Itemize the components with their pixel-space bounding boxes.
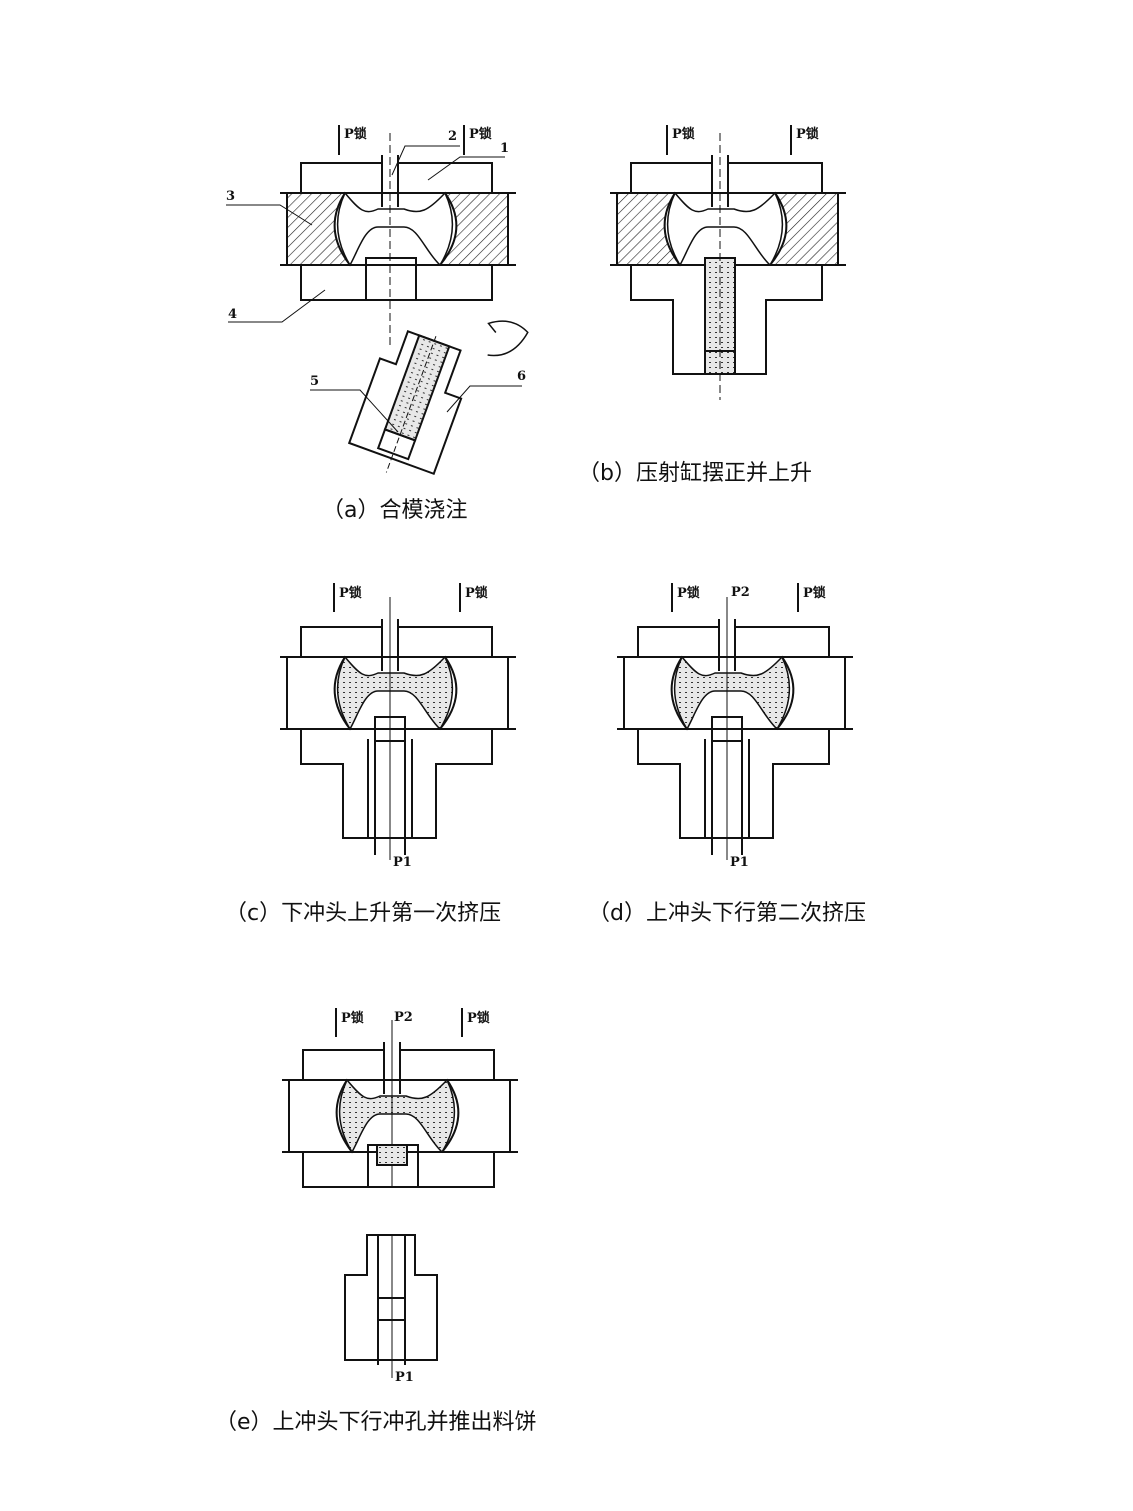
shot-plunger xyxy=(376,428,417,461)
labels-e: P锁 P锁 P2 P1 xyxy=(335,1008,490,1385)
upper-die xyxy=(300,626,493,657)
p-lock-label: P锁 xyxy=(465,585,488,601)
shot-sleeve-separated xyxy=(344,1234,438,1361)
shot-sleeve-body xyxy=(347,330,463,476)
p-lock-label: P锁 xyxy=(339,585,362,601)
upper-die xyxy=(300,162,493,193)
p-lock-label: P锁 xyxy=(469,126,492,142)
rotation-arrow-icon xyxy=(487,320,529,357)
part-number-1: 1 xyxy=(500,141,509,156)
labels-c: P锁 P锁 P1 xyxy=(333,583,488,870)
labels-d: P锁 P锁 P2 P1 xyxy=(671,583,826,870)
caption-e: （e）上冲头下行冲孔并推出料饼 xyxy=(215,1410,537,1435)
caption-b: （b）压射缸摆正并上升 xyxy=(578,461,812,486)
p-lock-label: P锁 xyxy=(344,126,367,142)
p2-label: P2 xyxy=(731,585,750,600)
labels-a: P锁 P锁 2 1 3 4 5 6 xyxy=(226,125,526,433)
lower-die xyxy=(300,265,493,301)
p-lock-label: P锁 xyxy=(803,585,826,601)
part-number-3: 3 xyxy=(226,189,235,204)
p1-label: P1 xyxy=(393,855,412,870)
p1-label: P1 xyxy=(395,1370,414,1385)
molten-metal xyxy=(336,655,454,731)
molten-metal xyxy=(338,1078,456,1154)
caption-a: （a）合模浇注 xyxy=(322,498,468,523)
p2-label: P2 xyxy=(394,1010,413,1025)
lower-insert xyxy=(365,257,417,301)
caption-c: （c）下冲头上升第一次挤压 xyxy=(225,901,502,926)
p-lock-label: P锁 xyxy=(341,1010,364,1026)
die-cavity xyxy=(336,191,454,267)
caption-d: （d）上冲头下行第二次挤压 xyxy=(588,901,866,926)
upper-die xyxy=(630,162,823,193)
p-lock-label: P锁 xyxy=(467,1010,490,1026)
molten-metal xyxy=(673,655,791,731)
labels-b: P锁 P锁 xyxy=(666,125,819,155)
upper-die xyxy=(637,626,830,657)
center-line xyxy=(385,336,437,473)
part-number-2: 2 xyxy=(448,129,457,144)
lower-die-and-sleeve xyxy=(300,729,493,839)
slug xyxy=(376,1144,408,1166)
upper-die xyxy=(302,1049,495,1080)
p1-label: P1 xyxy=(730,855,749,870)
part-number-4: 4 xyxy=(228,307,237,322)
lower-die-and-sleeve xyxy=(637,729,830,839)
p-lock-label: P锁 xyxy=(796,126,819,142)
p-lock-label: P锁 xyxy=(677,585,700,601)
p-lock-label: P锁 xyxy=(672,126,695,142)
part-number-6: 6 xyxy=(517,369,526,384)
die-cavity xyxy=(666,191,784,267)
part-number-5: 5 xyxy=(310,374,319,389)
tilted-shot-sleeve xyxy=(347,320,529,476)
